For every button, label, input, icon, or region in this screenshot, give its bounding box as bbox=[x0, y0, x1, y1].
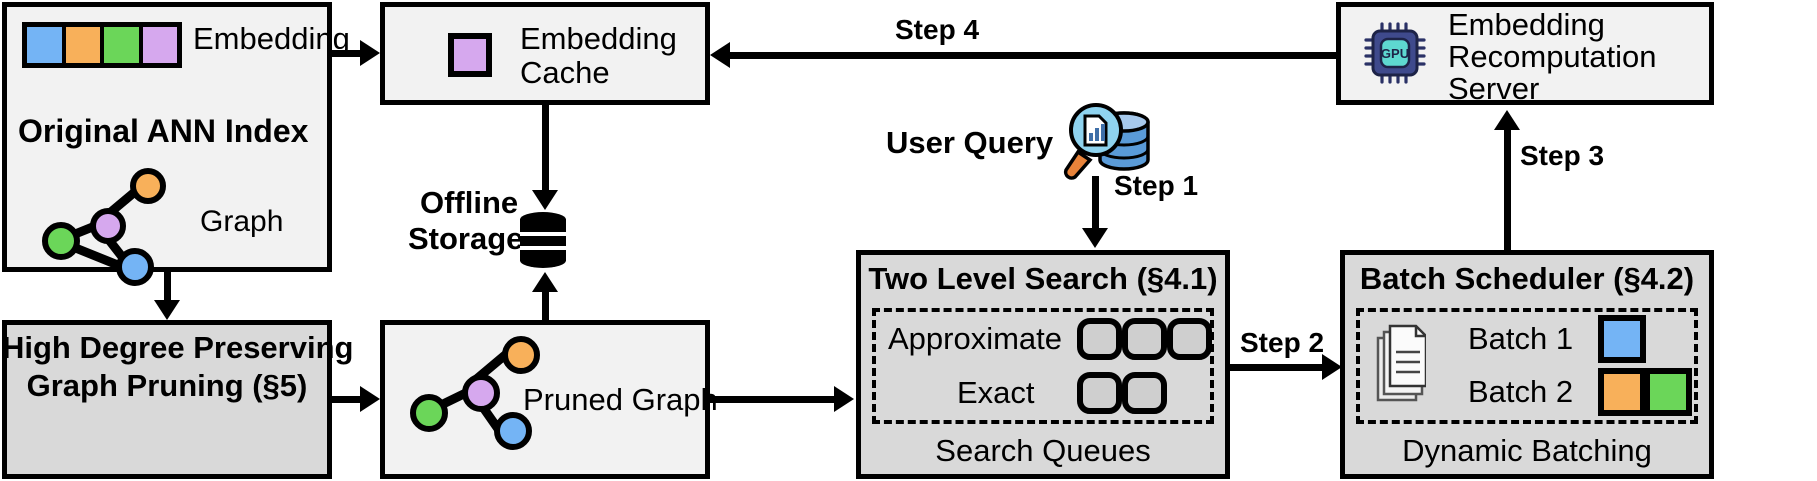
two-level-search-box bbox=[856, 250, 1230, 479]
embedding-cache-box bbox=[380, 2, 710, 105]
embedding-cache-line1: Embedding bbox=[520, 21, 677, 56]
original-ann-index-title: Original ANN Index bbox=[18, 113, 309, 149]
batch-scheduler-title: Batch Scheduler (§4.2) bbox=[1359, 261, 1695, 296]
step-2-label: Step 2 bbox=[1240, 327, 1325, 358]
approximate-queue-slot bbox=[1077, 318, 1122, 360]
embedding-cache-line2: Cache bbox=[520, 55, 610, 90]
recomputation-server-line2: Recomputation bbox=[1448, 39, 1657, 74]
pruned-graph-glyph bbox=[408, 336, 540, 450]
arrow-step2-head bbox=[1322, 354, 1342, 380]
embedding-swatch-green bbox=[104, 27, 143, 63]
gpu-chip-icon: GPU bbox=[1364, 22, 1426, 84]
approximate-queue-label: Approximate bbox=[888, 321, 1063, 356]
ann-graph-glyph bbox=[40, 168, 170, 286]
graph-pruning-line1: High Degree Preserving bbox=[2, 330, 354, 365]
graph-node-green bbox=[410, 394, 448, 432]
recomputation-server-line1: Embedding bbox=[1448, 7, 1605, 42]
db-gap bbox=[520, 246, 566, 250]
dynamic-batching-footer: Dynamic Batching bbox=[1402, 433, 1652, 468]
embedding-swatch-purple bbox=[142, 27, 177, 63]
arrow-step2-line bbox=[1230, 364, 1324, 371]
arrow-embedding-to-cache-head bbox=[360, 40, 380, 66]
offline-storage-line1: Offline bbox=[420, 185, 519, 220]
database-cylinder-icon bbox=[520, 212, 566, 268]
documents-stack-icon bbox=[1376, 324, 1426, 402]
recomputation-server-line3: Server bbox=[1448, 71, 1540, 106]
db-bottom-disk bbox=[520, 253, 566, 268]
graph-node-blue bbox=[494, 412, 532, 450]
dynamic-batching-dashed-region bbox=[1356, 308, 1698, 424]
arrow-ann-to-pruning-line bbox=[164, 272, 171, 302]
arrow-pruning-to-pruned-head bbox=[360, 386, 380, 412]
approximate-queue-slot bbox=[1122, 318, 1167, 360]
exact-queue-slot bbox=[1077, 372, 1122, 414]
arrow-step1-line bbox=[1092, 176, 1099, 232]
pruned-graph-label: Pruned Graph bbox=[523, 382, 718, 417]
arrow-step4-line bbox=[730, 52, 1336, 59]
graph-node-purple bbox=[90, 208, 126, 244]
offline-storage-line2: Storage bbox=[408, 221, 524, 256]
graph-node-orange bbox=[130, 168, 166, 204]
graph-node-green bbox=[42, 222, 80, 260]
embedding-cache-swatch bbox=[448, 33, 492, 77]
arrow-pruned-to-search-head bbox=[834, 386, 854, 412]
batch-1-label: Batch 1 bbox=[1468, 321, 1574, 356]
graph-node-blue bbox=[116, 248, 154, 286]
step-1-label: Step 1 bbox=[1114, 170, 1199, 201]
gpu-icon-text: GPU bbox=[1381, 46, 1409, 61]
step-4-label: Step 4 bbox=[895, 14, 980, 45]
batch-2-swatch-orange bbox=[1598, 368, 1646, 416]
arrow-embedding-to-cache-line bbox=[332, 50, 362, 57]
magnifier-database-icon bbox=[1063, 103, 1150, 180]
exact-queue-slot bbox=[1122, 372, 1167, 414]
arrow-pruned-to-storage-line bbox=[542, 290, 549, 332]
db-gap bbox=[520, 232, 566, 236]
two-level-search-title: Two Level Search (§4.1) bbox=[868, 261, 1218, 296]
batch-1-swatch-blue bbox=[1598, 315, 1646, 363]
embedding-swatch-orange bbox=[65, 27, 104, 63]
arrow-cache-to-storage-line bbox=[542, 105, 549, 193]
embedding-swatch-strip bbox=[22, 22, 182, 68]
graph-node-orange bbox=[502, 336, 540, 374]
arrow-step3-line bbox=[1504, 128, 1511, 250]
graph-label: Graph bbox=[200, 205, 284, 238]
search-queues-footer: Search Queues bbox=[935, 433, 1151, 468]
graph-node-purple bbox=[462, 374, 500, 412]
arrow-step1-head bbox=[1082, 228, 1108, 248]
user-query-label: User Query bbox=[886, 125, 1054, 160]
batch-2-label: Batch 2 bbox=[1468, 374, 1574, 409]
arrow-cache-to-storage-head bbox=[532, 190, 558, 210]
arrow-pruning-to-pruned-line bbox=[332, 396, 362, 403]
pruned-graph-box bbox=[380, 320, 710, 479]
arrow-step3-head bbox=[1494, 110, 1520, 130]
arrow-ann-to-pruning-head bbox=[154, 300, 180, 320]
search-queues-dashed-region bbox=[872, 308, 1214, 424]
graph-pruning-box bbox=[2, 320, 332, 479]
graph-pruning-line2: Graph Pruning (§5) bbox=[26, 368, 308, 403]
arrow-step4-head bbox=[710, 42, 730, 68]
recomputation-server-box bbox=[1336, 2, 1714, 105]
step-3-label: Step 3 bbox=[1520, 140, 1605, 171]
exact-queue-label: Exact bbox=[957, 375, 1035, 410]
embedding-swatch-blue bbox=[27, 27, 66, 63]
approximate-queue-slot bbox=[1167, 318, 1212, 360]
arrow-pruned-to-search-line bbox=[710, 396, 836, 403]
arrow-pruned-to-storage-head bbox=[532, 272, 558, 292]
embedding-label: Embedding bbox=[193, 21, 350, 56]
batch-2-swatch-green bbox=[1644, 368, 1692, 416]
